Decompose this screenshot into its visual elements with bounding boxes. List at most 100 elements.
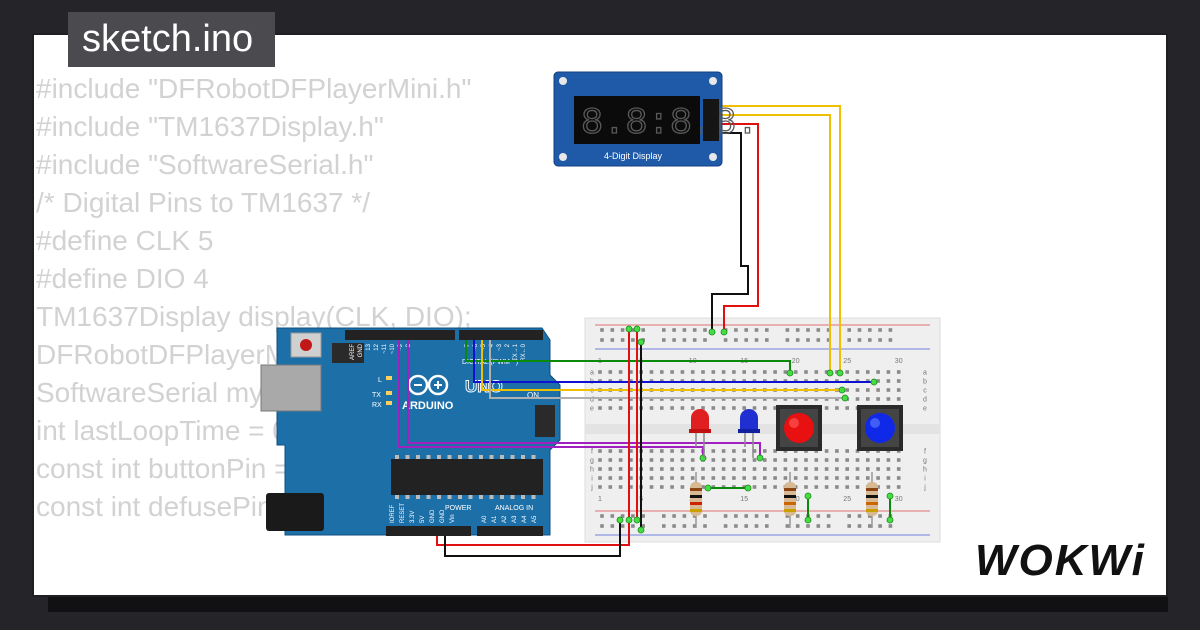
arduino-pin-label: ~3	[497, 343, 503, 351]
arduino-pin-label: A5	[532, 515, 538, 523]
wokwi-logo: WOKWi	[975, 536, 1146, 585]
arduino-pin-label: ~6	[473, 343, 479, 351]
arduino-pin-label: 4	[489, 343, 495, 347]
code-line: #include "TM1637Display.h"	[36, 111, 384, 142]
arduino-pin-label: A4	[522, 515, 528, 523]
arduino-pin-label: GND	[358, 343, 364, 357]
arduino-pin-label: GND	[440, 509, 446, 523]
resistor-3[interactable]	[866, 472, 878, 528]
breadboard-row-letter: a	[923, 370, 927, 377]
arduino-led-label: TX	[372, 392, 381, 399]
breadboard-row-letter: h	[590, 467, 594, 474]
wire-yellow-clk	[718, 105, 841, 373]
blue-pushbutton[interactable]	[857, 405, 903, 451]
breadboard-row-letter: b	[923, 379, 927, 386]
digital-header-left	[345, 330, 455, 340]
display-label: 4-Digit Display	[604, 151, 663, 161]
power-header	[386, 526, 471, 536]
breadboard-row-letter: i	[924, 476, 926, 483]
breadboard-column-number: 1	[598, 496, 602, 503]
file-tab[interactable]: sketch.ino	[68, 12, 276, 67]
reset-button[interactable]	[300, 339, 312, 351]
arduino-pin-label: 7	[465, 343, 471, 347]
breadboard-row-letter: f	[924, 449, 926, 456]
breadboard-row-letter: d	[923, 397, 927, 404]
code-line: /* Digital Pins to TM1637 */	[36, 187, 371, 218]
breadboard-row-letter: d	[590, 397, 594, 404]
code-line: #define CLK 5	[36, 225, 214, 256]
breadboard-column-number: 20	[792, 358, 800, 365]
display-digits: 8.8:8.8.	[581, 103, 759, 145]
wire-black-gnd-arduino	[444, 520, 621, 557]
arduino-pin-label: RX←0	[521, 343, 527, 361]
breadboard-column-number: 30	[895, 358, 903, 365]
digital-header-right	[459, 330, 543, 340]
arduino-pin-label: 3.3V	[410, 511, 416, 523]
arduino-model: UNO	[465, 377, 503, 396]
wires	[398, 105, 894, 557]
breadboard-row-letter: c	[923, 388, 927, 395]
power-jack	[266, 493, 324, 531]
breadboard-row-letter: e	[590, 406, 594, 413]
breadboard-row-letter: g	[590, 458, 594, 465]
tm1637-display-module[interactable]: 8.8:8.8. 4-Digit Display	[553, 71, 759, 167]
arduino-logo-icon	[407, 374, 449, 396]
arduino-pin-label: ~9	[398, 343, 404, 351]
power-label: POWER	[445, 505, 471, 512]
resistor-1[interactable]	[690, 472, 702, 528]
breadboard-row-letter: e	[923, 406, 927, 413]
breadboard: 115510101515202025253030 aabbccddeeffggh…	[584, 317, 941, 543]
wire-blue-signal	[473, 340, 874, 383]
arduino-pin-label: A0	[482, 515, 488, 523]
breadboard-row-letter: j	[923, 485, 926, 492]
arduino-pin-label: A3	[512, 515, 518, 523]
wire-purple-1	[398, 340, 704, 458]
red-led[interactable]	[689, 409, 711, 458]
breadboard-row-letter: j	[590, 485, 593, 492]
microcontroller-chip	[391, 459, 543, 495]
arduino-pin-label: RESET	[400, 503, 406, 523]
breadboard-column-number: 25	[843, 358, 851, 365]
arduino-pin-label: TX→1	[513, 343, 519, 361]
wire-gray-signal	[489, 340, 845, 399]
breadboard-row-letter: f	[591, 449, 593, 456]
breadboard-row-letter: h	[923, 467, 927, 474]
breadboard-row-letter: a	[590, 370, 594, 377]
breadboard-row-letter: g	[923, 458, 927, 465]
arduino-pin-label: GND	[430, 509, 436, 523]
code-line: #include "SoftwareSerial.h"	[36, 149, 374, 180]
arduino-pin-label: A2	[502, 515, 508, 523]
arduino-pin-label: ~11	[382, 343, 388, 353]
usb-port	[260, 364, 322, 412]
wire-yellow-dio	[718, 114, 831, 373]
arduino-led-label: RX	[372, 402, 382, 409]
blue-led[interactable]	[738, 409, 760, 458]
arduino-pin-label: 13	[366, 343, 372, 350]
arduino-led-label: L	[378, 377, 382, 384]
code-line: TM1637Display display(CLK, DIO);	[36, 301, 472, 332]
wire-yellow-signal	[481, 340, 842, 391]
breadboard-column-number: 25	[843, 496, 851, 503]
display-header	[703, 99, 719, 141]
red-pushbutton[interactable]	[776, 405, 822, 451]
analog-label: ANALOG IN	[495, 505, 533, 512]
breadboard-column-number: 15	[740, 496, 748, 503]
code-line: #include "DFRobotDFPlayerMini.h"	[36, 73, 472, 104]
arduino-pin-label: 2	[505, 343, 511, 347]
wire-red-vcc	[718, 123, 759, 332]
arduino-pin-label: AREF	[350, 344, 356, 360]
breadboard-column-number: 30	[895, 496, 903, 503]
arduino-pin-label: 5V	[420, 516, 426, 523]
arduino-pin-label: A1	[492, 515, 498, 523]
arduino-pin-label: ~5	[481, 343, 487, 351]
wire-black-gnd	[711, 132, 749, 332]
resistor-2[interactable]	[784, 472, 796, 528]
arduino-pin-label: IOREF	[390, 504, 396, 523]
breadboard-row-letter: i	[591, 476, 593, 483]
arduino-pin-label: ~10	[390, 343, 396, 354]
on-label: ON	[527, 391, 539, 400]
arduino-pin-label: Vin	[450, 514, 456, 523]
arduino-brand: ARDUINO	[402, 400, 454, 412]
